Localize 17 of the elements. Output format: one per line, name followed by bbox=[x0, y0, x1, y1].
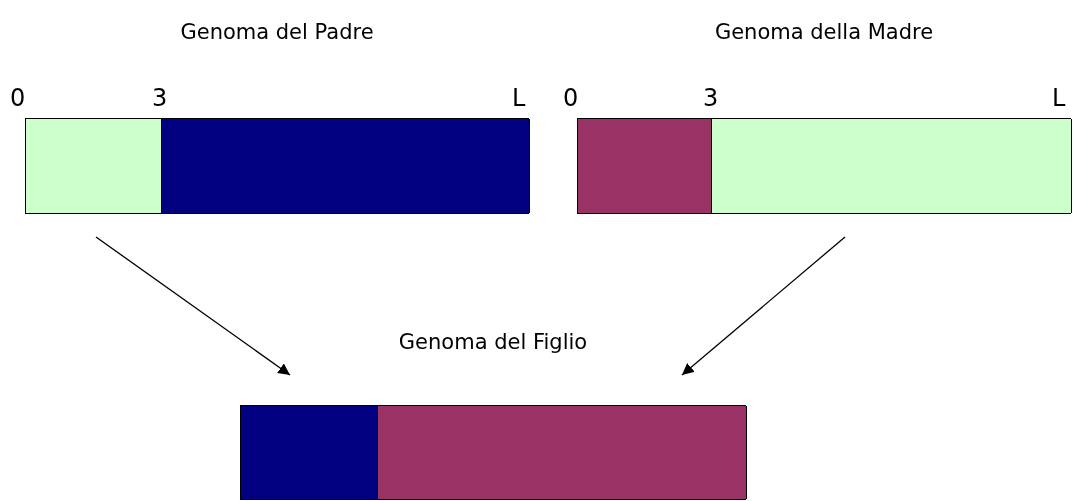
genome-heading: Genoma della Madre bbox=[713, 20, 935, 44]
gene-segment bbox=[712, 119, 1072, 213]
arrow bbox=[681, 236, 846, 376]
gene-segment bbox=[378, 406, 747, 499]
gene-segment bbox=[578, 119, 712, 213]
position-tick-label: 0 bbox=[10, 84, 26, 112]
position-tick-label: 3 bbox=[703, 84, 719, 112]
position-tick-label: 0 bbox=[563, 84, 579, 112]
arrow bbox=[95, 236, 291, 376]
gene-segment bbox=[241, 406, 378, 499]
genome-heading: Genoma del Padre bbox=[179, 20, 375, 44]
gene-segment bbox=[26, 119, 162, 213]
genome-heading: Genoma del Figlio bbox=[397, 330, 589, 354]
gene-segment bbox=[162, 119, 530, 213]
position-tick-label: L bbox=[1052, 84, 1066, 112]
position-tick-label: 3 bbox=[152, 84, 168, 112]
position-tick-label: L bbox=[512, 84, 526, 112]
